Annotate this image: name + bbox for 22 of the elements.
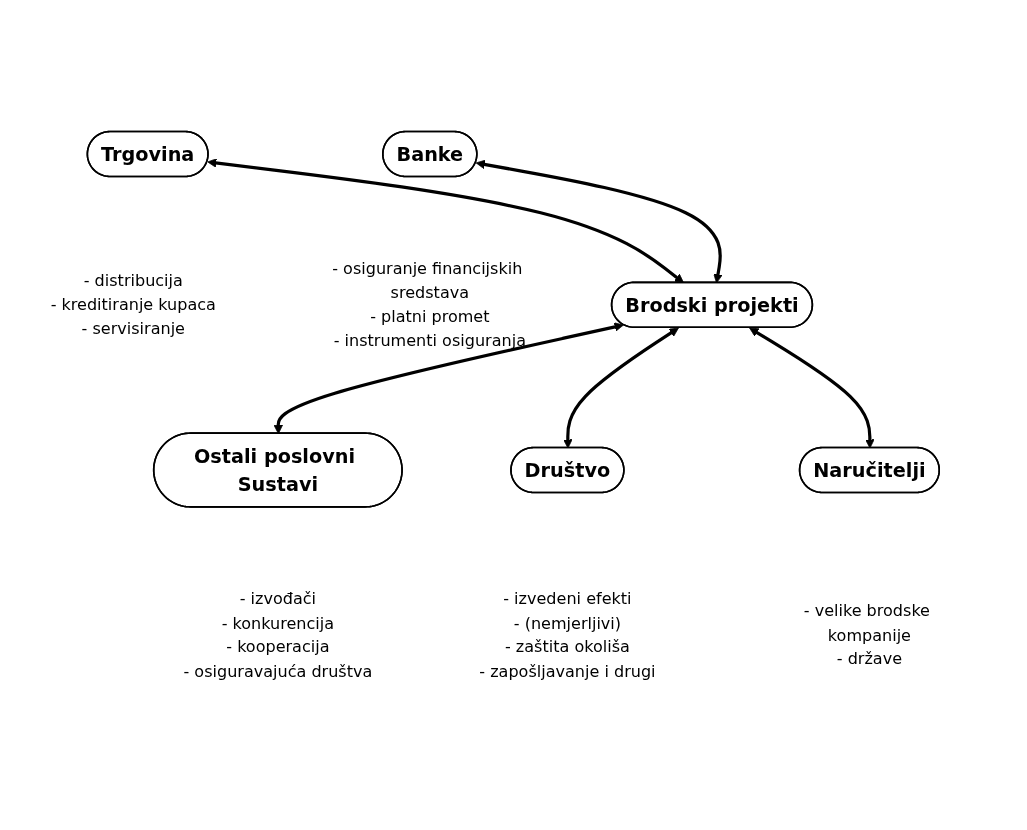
diagram: Trgovina - distribucija - kreditiranje kupaca - servisiranje Banke - osiguranje financijskih sredstava - platni promet - instrumenti osiguranja Brodski projekti Ostali poslovni Sustavi - izvođači - konkurencija - kooperacija - osiguravajuća društva Društvo - izvedeni efekti - (nemjerljivi) - zaštita okoliša - zapošljavanje i drugi Naručitelji - velike brodske kompanije - države <box>10 122 1017 708</box>
node-label: - instrumenti osiguranja <box>333 330 526 350</box>
node-label: - distribucija <box>83 270 183 290</box>
arrow <box>207 157 684 283</box>
node-label: - velike brodske kompanije <box>803 600 930 645</box>
node-label: - kreditiranje kupaca <box>50 294 216 314</box>
node-label: - zaštita okoliša <box>504 636 630 657</box>
node-label: - konkurencija <box>221 612 335 633</box>
node-label: - izvedeni efekti <box>503 588 632 609</box>
node-label: - platni promet <box>370 306 490 326</box>
node-label: - izvođači <box>239 588 317 609</box>
node-label: - kooperacija <box>226 636 330 657</box>
node-label: - zapošljavanje i drugi <box>479 660 656 681</box>
arrow <box>749 327 875 449</box>
arrow <box>273 321 624 434</box>
node-label: - države <box>836 648 903 669</box>
node-label: - osiguravajuća društva <box>183 660 373 681</box>
node-label: - servisiranje <box>81 318 185 338</box>
arrow <box>475 159 723 283</box>
node-label: - (nemjerljivi) <box>513 612 622 633</box>
node-label: - osiguranje financijskih sredstava <box>332 258 523 302</box>
arrow <box>563 327 679 449</box>
